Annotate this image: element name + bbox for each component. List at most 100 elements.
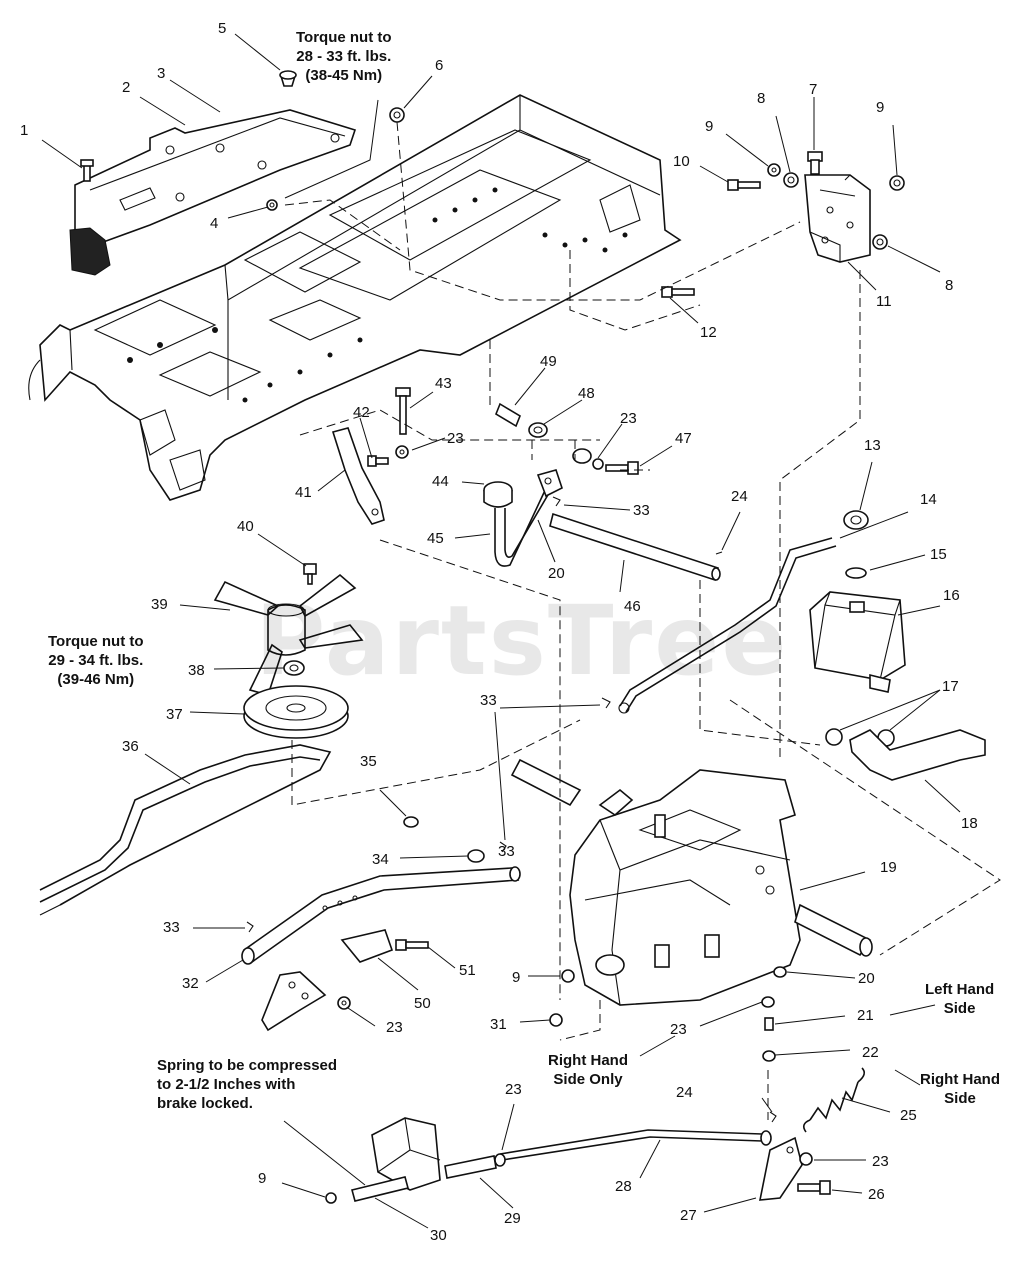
nut-9 xyxy=(767,163,781,177)
washer-23a xyxy=(395,445,409,459)
callout-14: 14 xyxy=(920,491,937,508)
callout-9b: 9 xyxy=(876,99,884,116)
callout-3: 3 xyxy=(157,65,165,82)
bushing-48 xyxy=(528,422,548,438)
callout-33c: 33 xyxy=(163,919,180,936)
rod-32 xyxy=(241,866,521,965)
bushing-13 xyxy=(843,510,869,530)
nut-38 xyxy=(283,660,305,676)
callout-12: 12 xyxy=(700,324,717,341)
bracket-32b xyxy=(261,971,327,1032)
tank-16 xyxy=(809,591,906,693)
callout-29: 29 xyxy=(504,1210,521,1227)
note-torque-left-line2: 29 - 34 ft. lbs. xyxy=(48,652,144,669)
note-torque-top-line1: Torque nut to xyxy=(296,29,392,46)
washer-8 xyxy=(783,172,799,188)
knob-44 xyxy=(483,481,513,508)
callout-49: 49 xyxy=(540,353,557,370)
callout-20a: 20 xyxy=(548,565,565,582)
callout-26: 26 xyxy=(868,1186,885,1203)
note-spring-line3: brake locked. xyxy=(157,1095,253,1112)
callout-13: 13 xyxy=(864,437,881,454)
bolt-51 xyxy=(395,939,429,951)
bracket-50 xyxy=(340,929,394,963)
callout-36: 36 xyxy=(122,738,139,755)
note-right-hand-line1: Right Hand xyxy=(920,1071,1000,1088)
chassis-frame xyxy=(28,94,682,501)
transmission-19 xyxy=(510,758,873,1006)
note-spring-line2: to 2-1/2 Inches with xyxy=(157,1076,296,1093)
callout-48: 48 xyxy=(578,385,595,402)
callout-25: 25 xyxy=(900,1107,917,1124)
washer-23d xyxy=(761,996,775,1008)
callout-19: 19 xyxy=(880,859,897,876)
callout-35: 35 xyxy=(360,753,377,770)
note-torque-left-line1: Torque nut to xyxy=(48,633,144,650)
note-left-hand: Left Hand Side xyxy=(925,980,994,1018)
callout-9c: 9 xyxy=(512,969,520,986)
callout-37: 37 xyxy=(166,706,183,723)
spring-30 xyxy=(351,1176,409,1202)
callout-1: 1 xyxy=(20,122,28,139)
bolt-12 xyxy=(661,286,695,298)
callout-22: 22 xyxy=(862,1044,879,1061)
cap-22 xyxy=(762,1050,776,1062)
note-torque-top-line2: 28 - 33 ft. lbs. xyxy=(296,48,392,65)
seat-pan-plate xyxy=(69,109,357,276)
spring-29 xyxy=(444,1153,506,1179)
callout-51: 51 xyxy=(459,962,476,979)
callout-16: 16 xyxy=(943,587,960,604)
callout-4: 4 xyxy=(210,215,218,232)
cap-15 xyxy=(845,567,867,579)
nut-8b xyxy=(872,234,888,250)
bolt-42 xyxy=(367,455,389,467)
nut-31 xyxy=(549,1013,563,1027)
nut-4 xyxy=(266,199,278,211)
callout-23f: 23 xyxy=(872,1153,889,1170)
note-right-hand-only-line2: Side Only xyxy=(553,1071,623,1088)
callout-34: 34 xyxy=(372,851,389,868)
callout-11: 11 xyxy=(876,293,892,310)
fan-39 xyxy=(213,573,364,696)
nut-40 xyxy=(303,563,317,585)
callout-30: 30 xyxy=(430,1227,447,1244)
callout-33d: 33 xyxy=(498,843,515,860)
note-torque-top: Torque nut to 28 - 33 ft. lbs. (38-45 Nm… xyxy=(296,28,392,85)
belt-36 xyxy=(39,744,332,916)
bolt-10 xyxy=(727,179,761,191)
callout-20b: 20 xyxy=(858,970,875,987)
note-right-hand-only-line1: Right Hand xyxy=(548,1052,628,1069)
bracket-41 xyxy=(331,427,385,525)
callout-5: 5 xyxy=(218,20,226,37)
callout-42: 42 xyxy=(353,404,370,421)
callout-23b: 23 xyxy=(620,410,637,427)
rod-46 xyxy=(549,512,721,582)
nut-9b xyxy=(889,175,905,191)
callout-31: 31 xyxy=(490,1016,507,1033)
callout-24b: 24 xyxy=(676,1084,693,1101)
nut-6 xyxy=(389,107,405,123)
callout-28: 28 xyxy=(615,1178,632,1195)
note-torque-left-line3: (39-46 Nm) xyxy=(57,671,135,688)
note-spring-line1: Spring to be compressed xyxy=(157,1057,338,1074)
pulley-37 xyxy=(243,685,349,739)
callout-10: 10 xyxy=(673,153,690,170)
bolt-47 xyxy=(605,461,639,475)
callout-23a: 23 xyxy=(447,430,464,447)
callout-24a: 24 xyxy=(731,488,748,505)
spring-25 xyxy=(802,1067,866,1133)
callout-7: 7 xyxy=(809,81,817,98)
bolt-1 xyxy=(80,159,94,182)
nut-9c xyxy=(325,1192,337,1204)
bracket-11 xyxy=(804,174,871,263)
pin-33s xyxy=(246,496,777,1123)
callout-40: 40 xyxy=(237,518,254,535)
bolt-26 xyxy=(797,1180,831,1195)
callout-46: 46 xyxy=(624,598,641,615)
callout-17: 17 xyxy=(942,678,959,695)
callout-33b: 33 xyxy=(480,692,497,709)
washer-35 xyxy=(403,816,419,828)
washer-23b xyxy=(592,458,604,470)
callout-18: 18 xyxy=(961,815,978,832)
